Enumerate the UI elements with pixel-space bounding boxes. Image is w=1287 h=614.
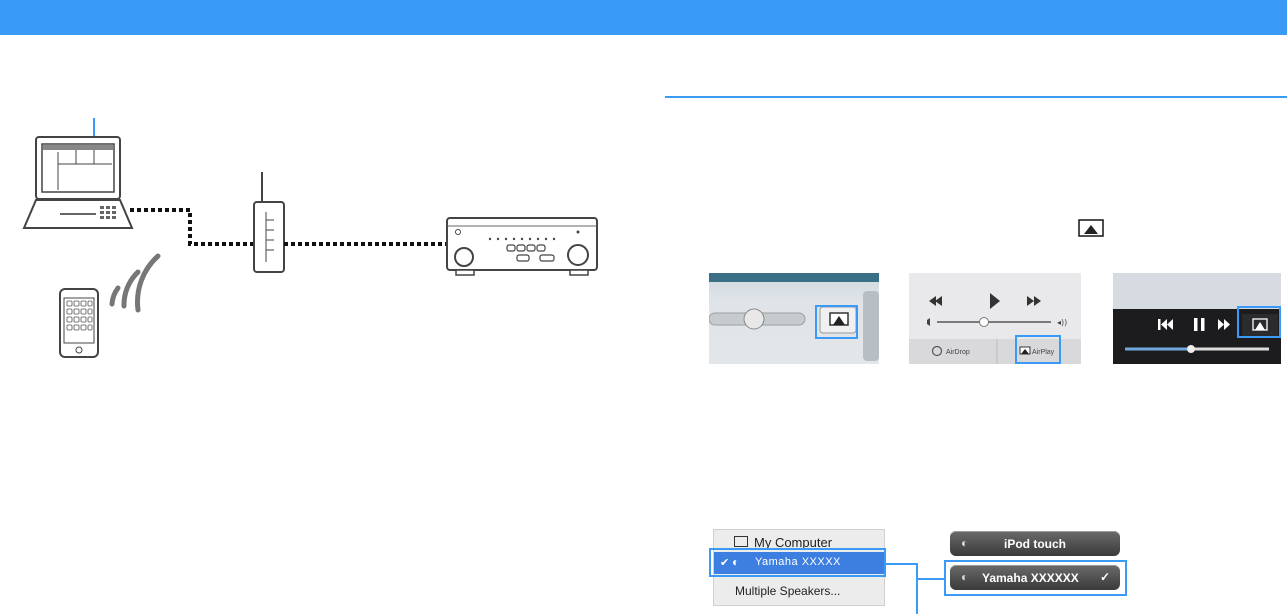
airplay-icon [1078, 219, 1104, 237]
header-bar [0, 0, 1287, 35]
cable-computer-router [130, 208, 253, 246]
player-controls [1158, 318, 1230, 331]
itunes-airplay-screenshot [709, 273, 879, 364]
music-player-screenshot [1113, 273, 1281, 364]
speaker-icon: ◐ [961, 536, 969, 550]
av-receiver-icon [446, 217, 598, 276]
speaker-icon: ◐ [961, 570, 969, 584]
mac-speaker-menu: My Computer ✔ ◐ Yamaha XXXXX Multiple Sp… [713, 529, 885, 606]
svg-text:◂)): ◂)) [1057, 318, 1067, 327]
volume-knob [1187, 345, 1195, 353]
volume-knob [979, 317, 989, 327]
router-icon [253, 172, 285, 273]
speaker-icon: ◐ [732, 555, 740, 569]
itunes-airplay-button[interactable] [815, 305, 858, 339]
callout-line-mac [886, 563, 917, 565]
callout-line-ios [916, 578, 944, 580]
ios-item-yamaha[interactable]: ◐ Yamaha XXXXXX ✓ [950, 565, 1120, 590]
control-center-screenshot: ◂)) AirDrop AirPlay [909, 273, 1081, 364]
section-divider [665, 96, 1287, 98]
volume-slider-knob [743, 308, 765, 330]
network-diagram [22, 118, 598, 358]
callout-line-vertical [916, 563, 918, 614]
computer-icon [734, 536, 748, 547]
music-player-airplay-button[interactable] [1237, 306, 1281, 338]
checkmark-icon: ✔ [720, 557, 730, 569]
ios-item-ipod-touch[interactable]: ◐ iPod touch [950, 531, 1120, 556]
laptop-icon [22, 136, 134, 229]
mac-yamaha-highlight [709, 548, 886, 577]
smartphone-icon [59, 288, 99, 358]
menu-item-yamaha[interactable]: ✔ ◐ Yamaha XXXXX [714, 552, 884, 574]
checkmark-icon: ✓ [1100, 570, 1111, 584]
airdrop-label: AirDrop [946, 349, 970, 356]
playback-controls [929, 293, 1041, 309]
ios-yamaha-highlight [944, 560, 1127, 596]
control-center-airplay-button[interactable] [1015, 335, 1061, 364]
menu-item-multiple-speakers[interactable]: Multiple Speakers... [735, 584, 841, 598]
wireless-waves-icon [109, 253, 161, 313]
airplay-label: AirPlay [1032, 349, 1055, 356]
menu-item-my-computer[interactable]: My Computer [714, 533, 884, 553]
